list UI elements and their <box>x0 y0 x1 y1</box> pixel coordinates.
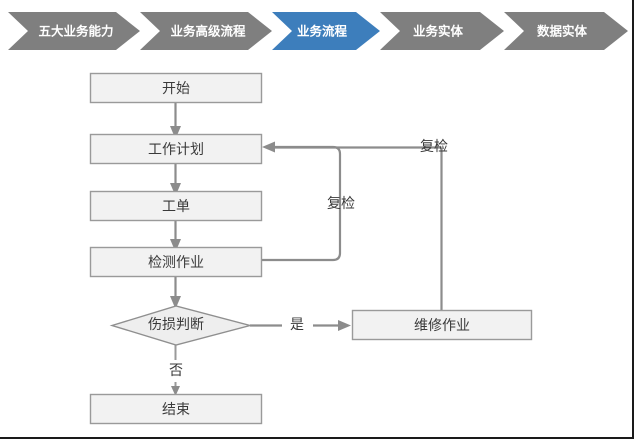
business-process-flowchart: 开始 工作计划 工单 检测作业 伤损判断 <box>0 52 632 437</box>
chevron-shape-4 <box>380 12 504 50</box>
node-end-label: 结束 <box>162 402 190 418</box>
edge-label-no: 否 <box>169 363 183 379</box>
breadcrumb-step-5-label: 数据实体 <box>536 24 588 39</box>
chevron-shape-2 <box>140 12 272 50</box>
node-repair[interactable]: 维修作业 <box>351 309 533 341</box>
edge-judge-to-end <box>171 345 180 396</box>
node-start-label: 开始 <box>162 81 190 97</box>
chevron-shape-1 <box>8 12 140 50</box>
node-judge-label: 伤损判断 <box>148 317 204 333</box>
edge-judge-to-repair <box>250 320 351 331</box>
edge-label-recheck-outer: 复检 <box>420 138 448 155</box>
breadcrumb-step-1[interactable]: 五大业务能力 <box>8 12 140 50</box>
process-breadcrumb-bar: 五大业务能力 业务高级流程 业务流程 业务实体 数据实体 <box>0 10 632 52</box>
node-workorder-label: 工单 <box>162 199 190 215</box>
edge-start-to-workplan <box>170 103 181 139</box>
node-workplan-label: 工作计划 <box>148 142 204 158</box>
node-workorder[interactable]: 工单 <box>89 190 263 222</box>
breadcrumb-step-3-label: 业务流程 <box>297 24 348 39</box>
edge-repair-to-workplan-recheck <box>272 146 443 310</box>
edge-workorder-to-inspect <box>170 221 181 252</box>
chevron-shape-3 <box>272 12 380 50</box>
node-inspect-label: 检测作业 <box>148 255 204 271</box>
edge-workplan-to-workorder <box>170 164 181 196</box>
node-inspect[interactable]: 检测作业 <box>89 246 263 278</box>
edge-label-recheck-inner: 复检 <box>327 195 355 212</box>
breadcrumb-step-4-label: 业务实体 <box>413 24 464 39</box>
breadcrumb-step-5[interactable]: 数据实体 <box>504 12 628 50</box>
breadcrumb-step-1-label: 五大业务能力 <box>38 24 113 39</box>
edge-label-yes: 是 <box>290 317 304 333</box>
node-repair-label: 维修作业 <box>414 318 470 334</box>
node-judge[interactable]: 伤损判断 <box>109 305 253 346</box>
node-end[interactable]: 结束 <box>89 393 263 425</box>
breadcrumb-step-2-label: 业务高级流程 <box>170 24 246 39</box>
edge-inspect-to-judge <box>170 277 181 309</box>
breadcrumb-step-4[interactable]: 业务实体 <box>380 12 504 50</box>
chevron-shape-5 <box>504 12 628 50</box>
node-start[interactable]: 开始 <box>89 72 263 104</box>
node-workplan[interactable]: 工作计划 <box>89 133 263 165</box>
breadcrumb-step-3[interactable]: 业务流程 <box>272 12 380 50</box>
breadcrumb-step-2[interactable]: 业务高级流程 <box>140 12 272 50</box>
